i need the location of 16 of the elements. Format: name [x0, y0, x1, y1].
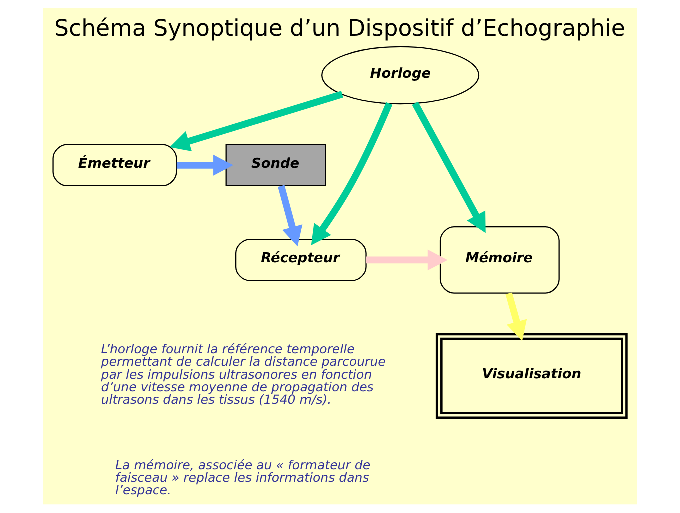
node-box: Émetteur	[52, 144, 178, 187]
arrow	[366, 250, 448, 271]
node-box: Récepteur	[235, 239, 367, 282]
node-box: Sonde	[226, 144, 326, 187]
label: L’horloge fournit la référence temporelle permettant de calculer la distance parcourue par les impulsions ultrasonores en fonction d’une vitesse moyenne de propagation des ultrasons dans les tissus (1540 m/s).	[101, 342, 386, 407]
arrow	[506, 292, 528, 342]
arrow	[412, 102, 486, 234]
diagram-title: Schéma Synoptique d’un Dispositif d’Echographie	[54, 16, 626, 42]
label: La mémoire, associée au « formateur de faisceau » replace les informations dans l’espace.	[116, 458, 371, 498]
node-box: Visualisation	[436, 333, 628, 419]
arrow	[176, 154, 234, 176]
node-box: Mémoire	[440, 226, 560, 294]
arrow	[170, 91, 344, 152]
node-ellipse: Horloge	[322, 46, 480, 105]
arrow	[311, 102, 393, 246]
arrow	[278, 185, 303, 247]
